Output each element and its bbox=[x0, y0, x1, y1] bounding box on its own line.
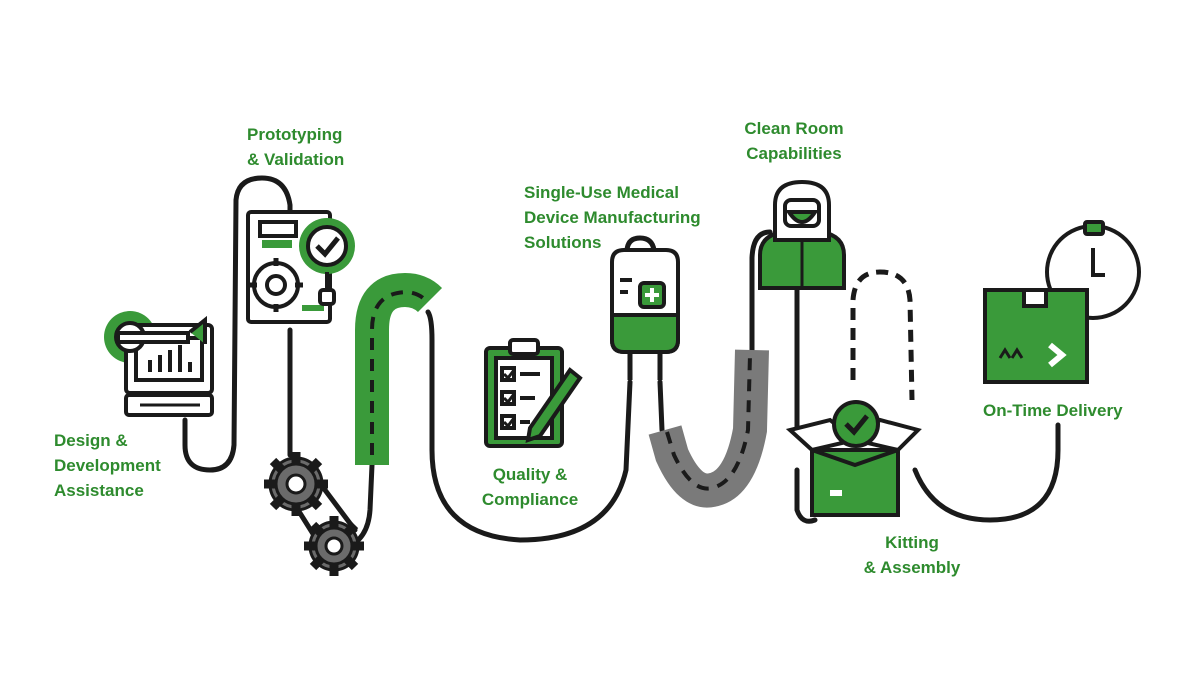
gear-lower-icon bbox=[304, 516, 364, 576]
gray-road bbox=[648, 349, 769, 508]
gear-upper-icon bbox=[264, 452, 328, 516]
step-label-delivery: On-Time Delivery bbox=[983, 401, 1123, 420]
iv-bag-icon bbox=[610, 248, 680, 380]
gear-pair-icon bbox=[264, 452, 364, 576]
prototype-checklist-icon bbox=[246, 210, 355, 324]
green-road bbox=[355, 272, 443, 465]
step-label-prototyping: Prototyping & Validation bbox=[247, 125, 345, 169]
stopwatch-package-icon bbox=[983, 220, 1141, 384]
design-blueprint-icon bbox=[104, 311, 214, 417]
step-label-kitting: Kitting & Assembly bbox=[863, 533, 961, 577]
step-label-design: Design & Development Assistance bbox=[54, 431, 161, 500]
clean-room-suit-icon bbox=[758, 179, 846, 290]
open-box-check-icon bbox=[785, 400, 922, 517]
step-label-clean-room: Clean Room Capabilities bbox=[744, 119, 844, 163]
kitting-dashed-loop bbox=[850, 269, 915, 401]
clipboard-checklist-icon bbox=[484, 338, 583, 448]
step-label-quality: Quality & Compliance bbox=[481, 465, 579, 509]
step-label-single-use: Single-Use Medical Device Manufacturing … bbox=[524, 183, 701, 252]
